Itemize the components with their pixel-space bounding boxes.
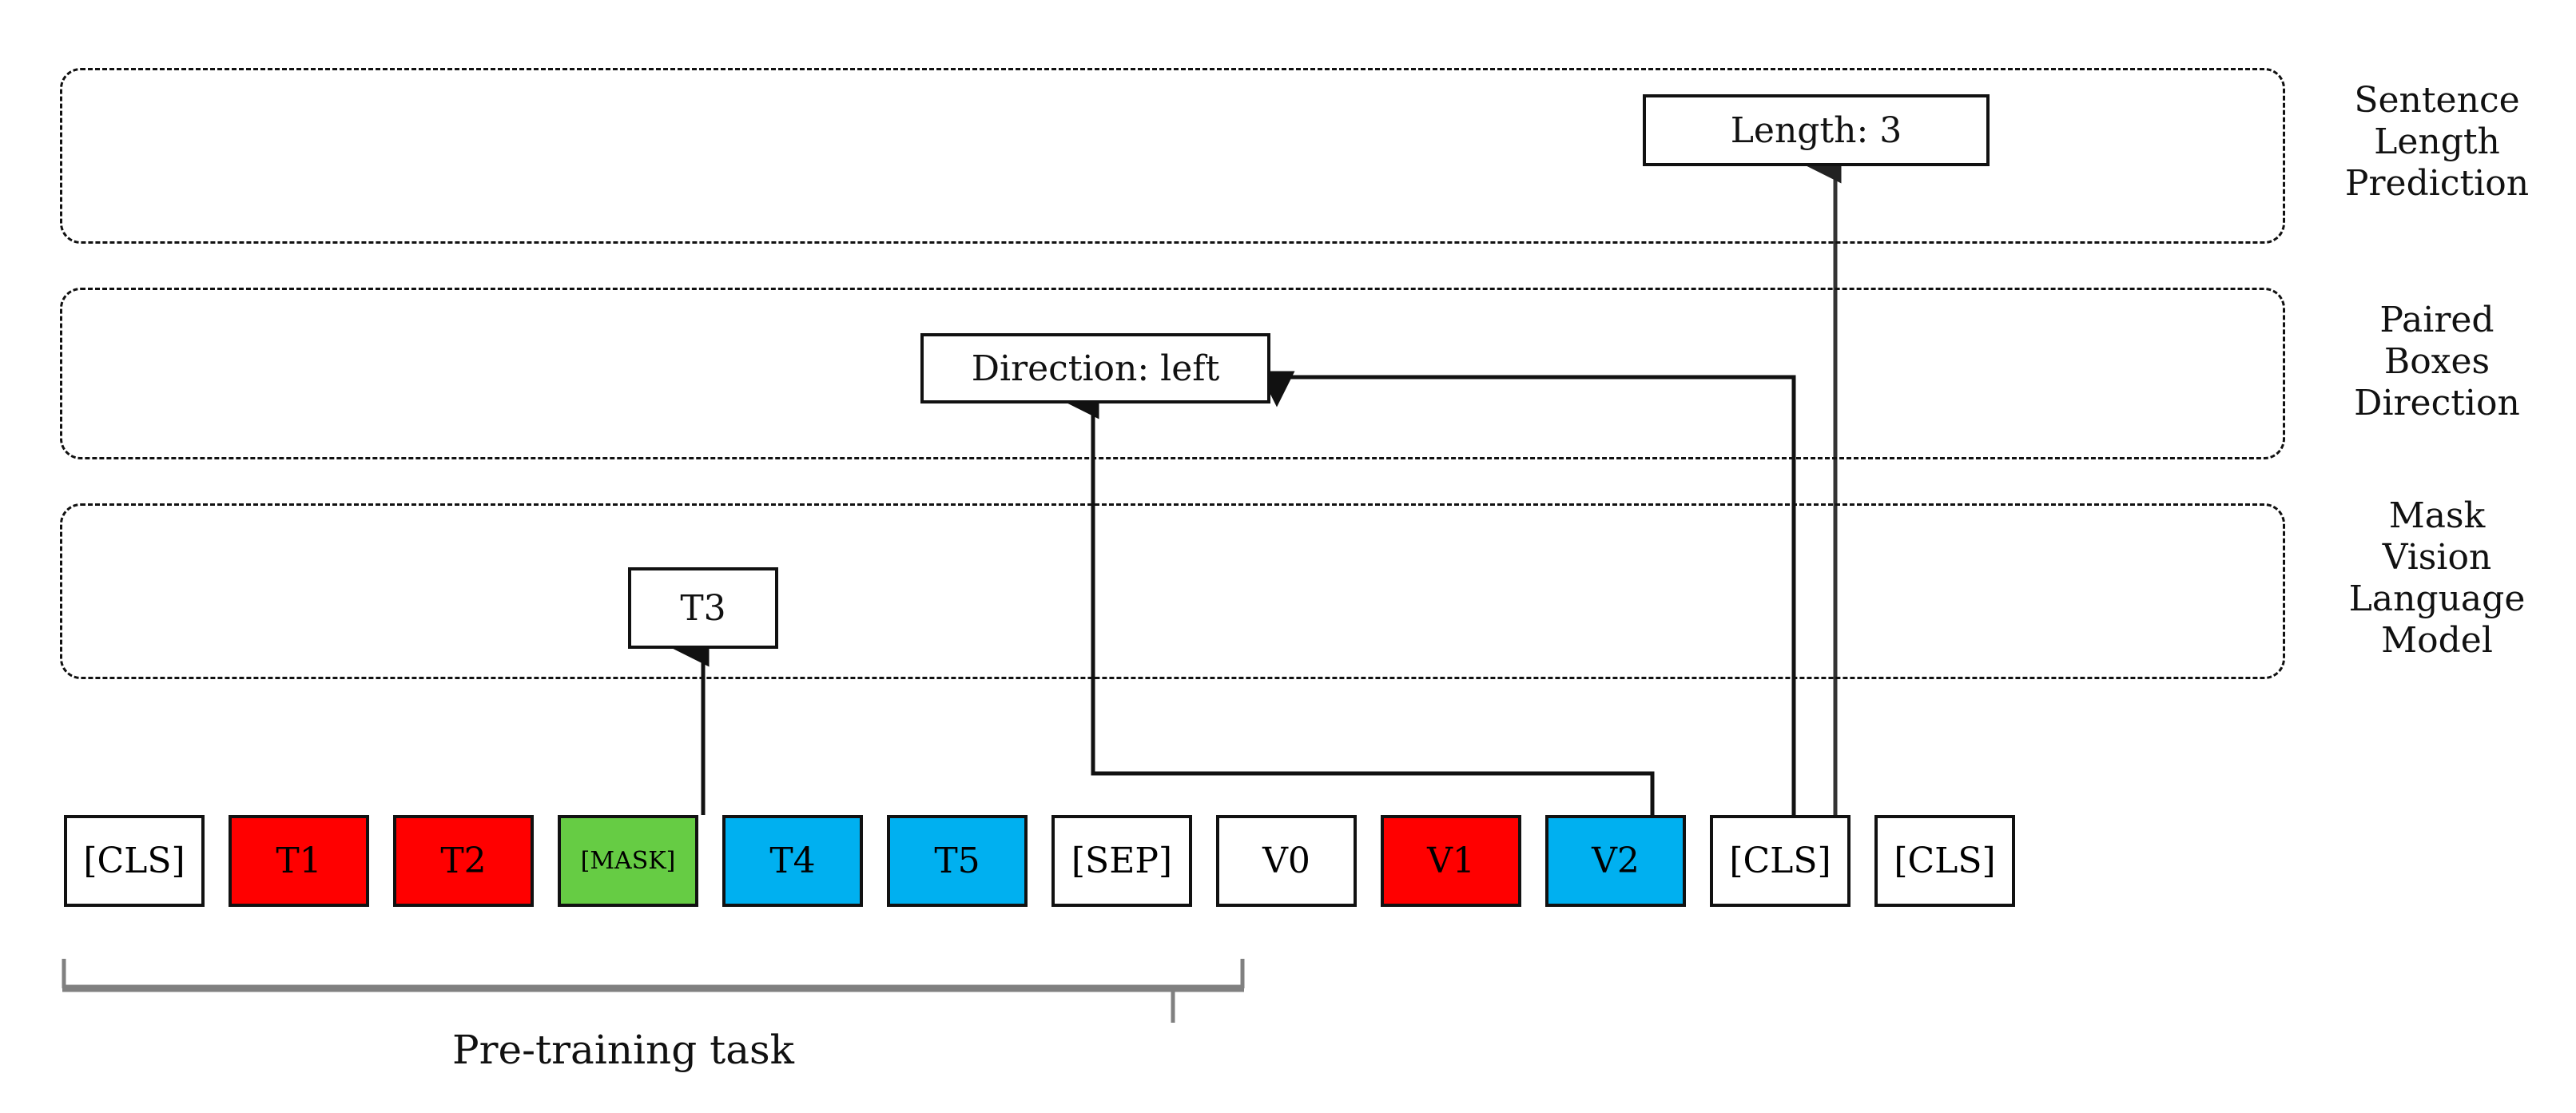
band-mask-vision-language-model <box>60 503 2285 679</box>
token-box: [CLS] <box>64 815 205 907</box>
token-box: [CLS] <box>1874 815 2015 907</box>
band-label-mask-vision-language-model: Mask Vision Language Model <box>2348 495 2526 661</box>
band-label-paired-boxes-direction: Paired Boxes Direction <box>2354 300 2520 423</box>
token-label: T1 <box>276 841 322 881</box>
token-box: V1 <box>1381 815 1521 907</box>
band-label-sentence-length-prediction: Sentence Length Prediction <box>2344 80 2530 204</box>
length-prediction-box: Length: 3 <box>1643 94 1990 166</box>
token-label: [CLS] <box>1894 841 1996 881</box>
token-label: [MASK] <box>580 847 676 875</box>
token-box: [SEP] <box>1051 815 1192 907</box>
token-box: [MASK] <box>558 815 698 907</box>
token-label: [CLS] <box>1729 841 1831 881</box>
token-label: V2 <box>1592 841 1640 881</box>
arrow-v2-to-direction <box>1258 371 1796 815</box>
token-label: V1 <box>1427 841 1475 881</box>
token-box: [CLS] <box>1710 815 1851 907</box>
token-box: T4 <box>722 815 863 907</box>
token-box: T2 <box>393 815 534 907</box>
pretraining-task-caption: Pre-training task <box>452 1027 794 1073</box>
token-box: T1 <box>229 815 369 907</box>
token-label: [CLS] <box>83 841 185 881</box>
masked-token-prediction-box: T3 <box>628 567 778 649</box>
token-box: V0 <box>1216 815 1357 907</box>
token-label: T2 <box>440 841 487 881</box>
pretraining-brace <box>62 959 1245 1023</box>
token-label: T4 <box>769 841 816 881</box>
direction-prediction-box: Direction: left <box>920 333 1270 403</box>
band-paired-boxes-direction <box>60 288 2285 459</box>
arrow-v1-to-direction <box>1063 383 1655 815</box>
token-box: T5 <box>887 815 1028 907</box>
token-label: [SEP] <box>1071 841 1173 881</box>
token-box: V2 <box>1545 815 1686 907</box>
token-label: V0 <box>1262 841 1310 881</box>
token-label: T5 <box>934 841 980 881</box>
band-sentence-length-prediction <box>60 68 2285 244</box>
